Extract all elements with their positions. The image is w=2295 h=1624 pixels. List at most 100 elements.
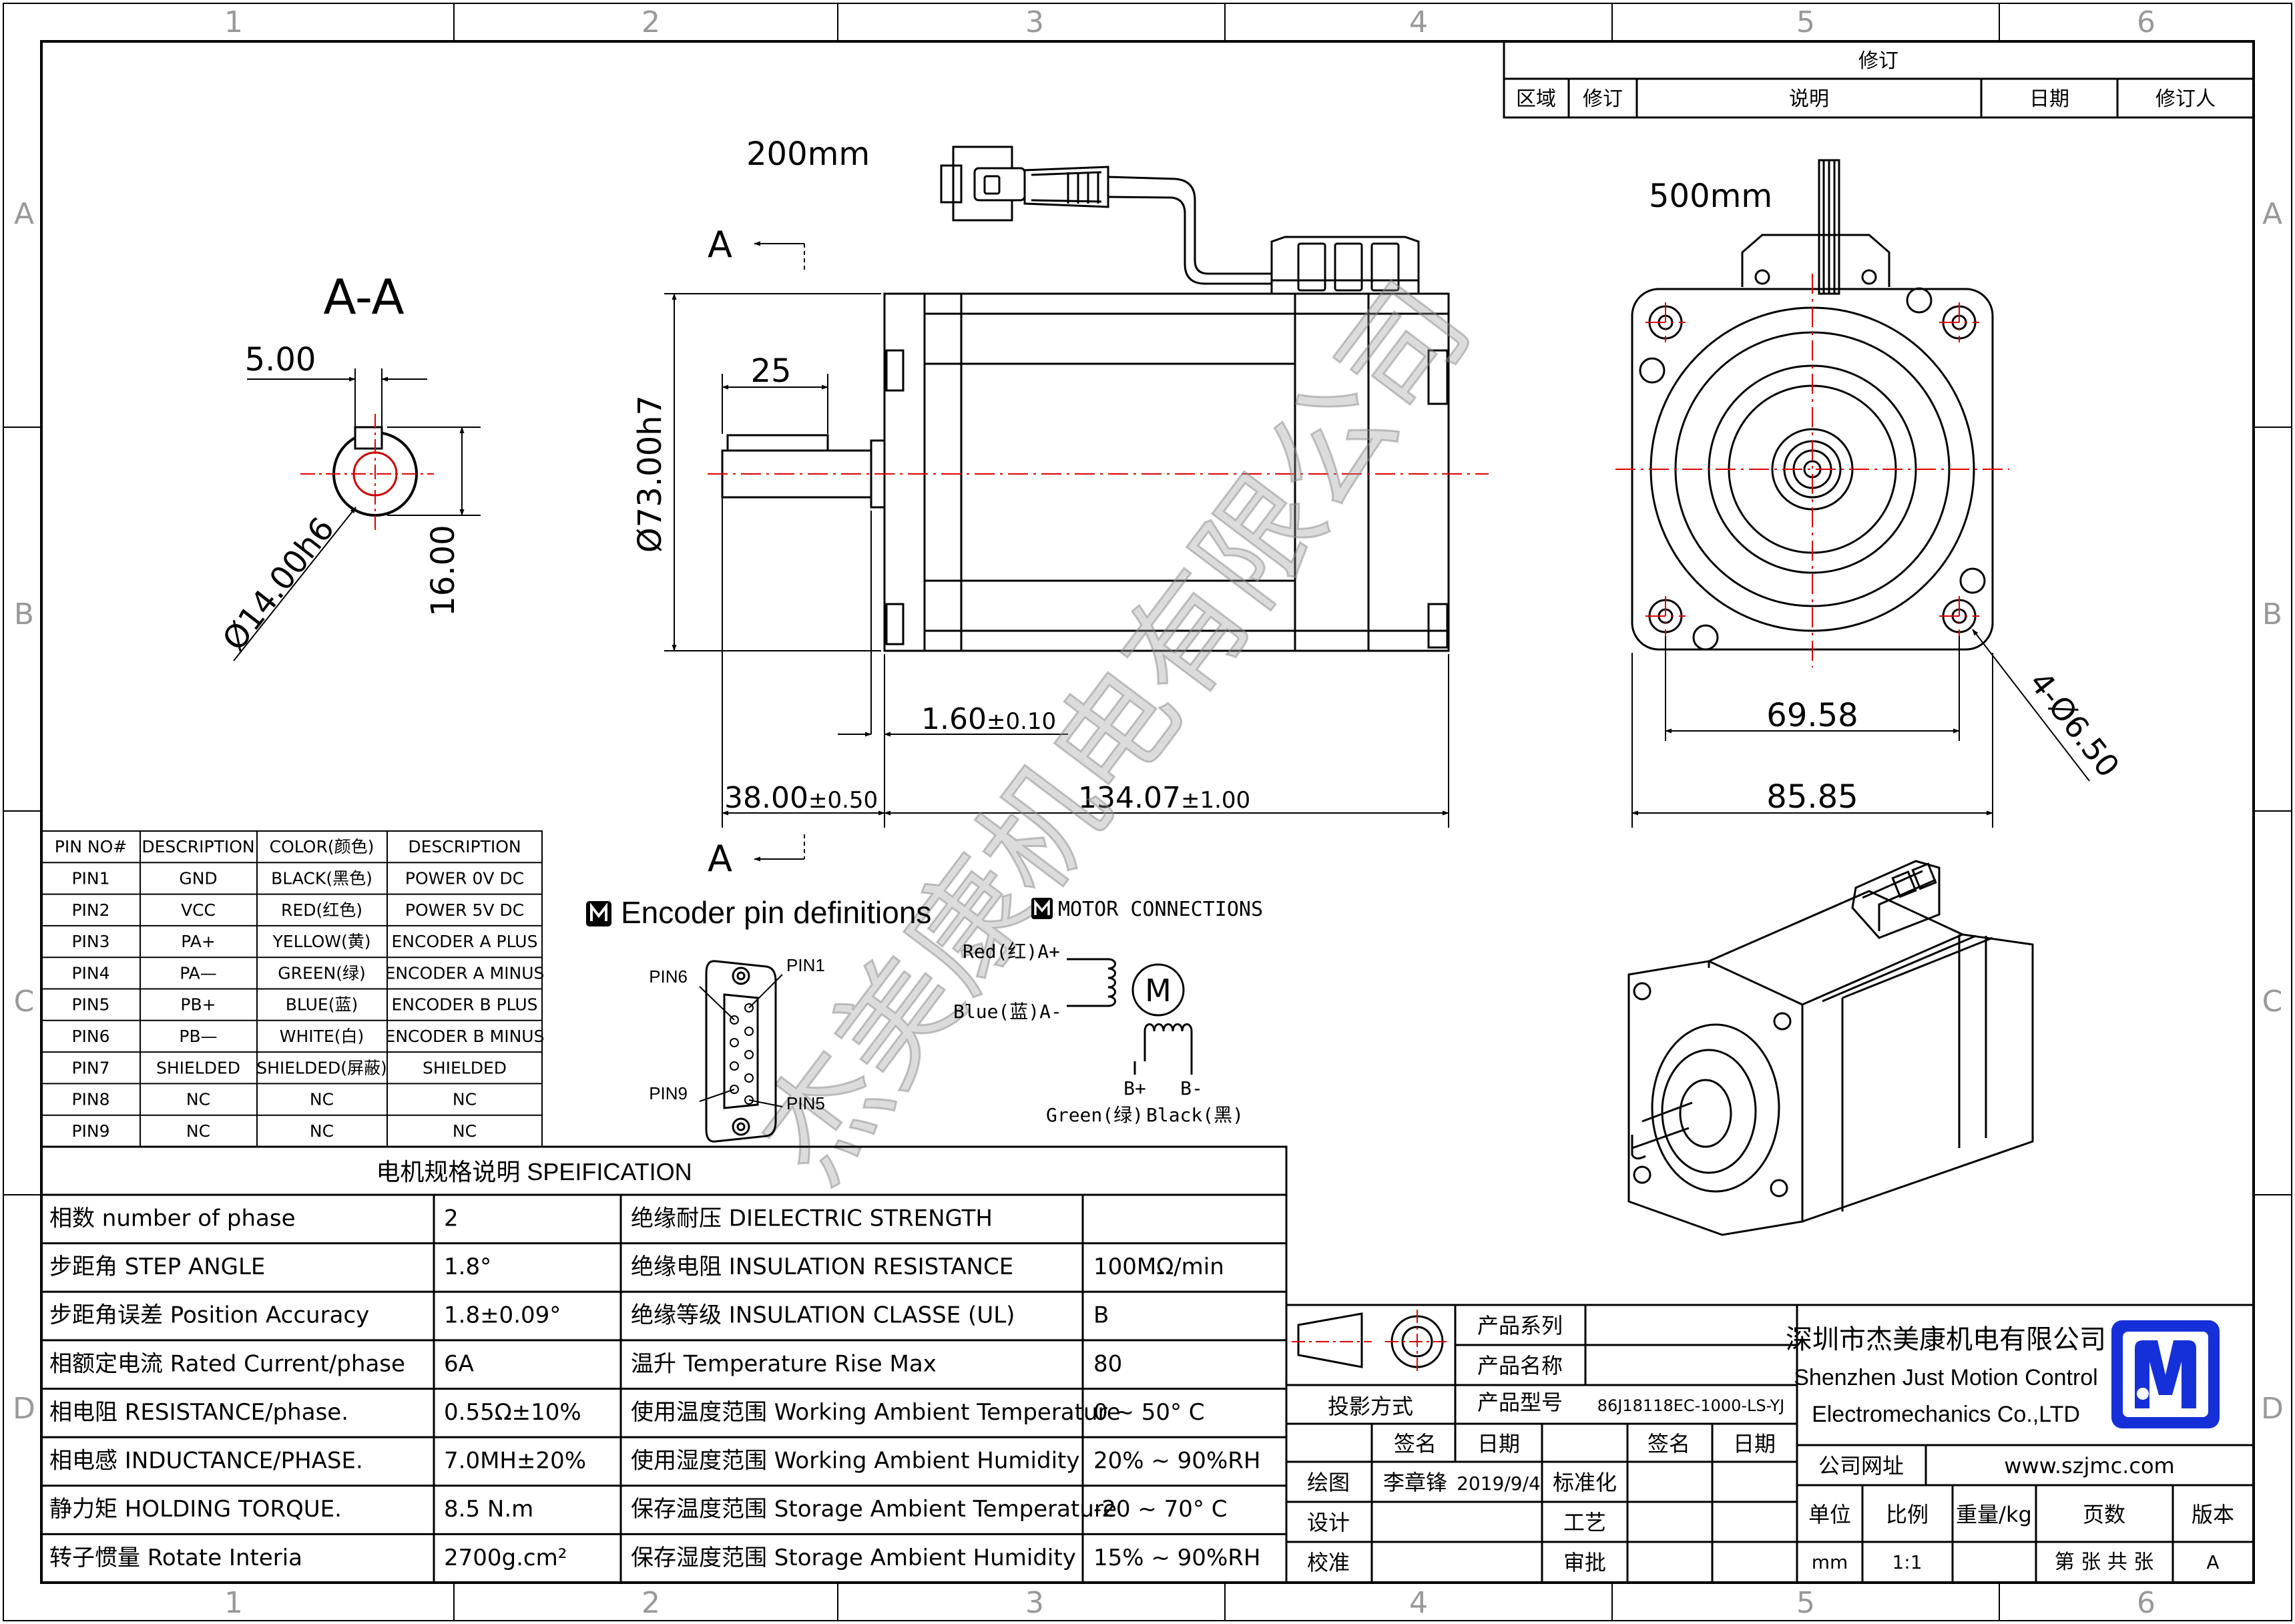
encoder-title: Encoder pin definitions <box>621 895 931 930</box>
spec-cell: 绝缘电阻 INSULATION RESISTANCE <box>631 1254 1013 1280</box>
spec-title: 电机规格说明 SPEIFICATION <box>376 1158 692 1185</box>
tb-drawer: 李章锋 <box>1383 1470 1447 1495</box>
tb-check: 校准 <box>1307 1550 1350 1575</box>
body-len-value: 134.07 <box>1078 781 1181 815</box>
body-length-dim: 134.07±1.00 <box>1078 781 1250 815</box>
pin-table-cell: GND <box>179 868 217 888</box>
revision-title: 修订 <box>1858 49 1898 73</box>
shaft-extension-dim: 38.00±0.50 <box>724 781 878 815</box>
spec-cell: 2700g.cm² <box>444 1545 567 1571</box>
spec-cell: 使用温度范围 Working Ambient Temperature <box>631 1399 1121 1426</box>
revision-col-desc: 说明 <box>1789 87 1829 111</box>
zone-col-1-top: 1 <box>224 5 243 39</box>
tb-unit-value: mm <box>1812 1551 1848 1573</box>
tb-weight: 重量/kg <box>1956 1502 2032 1527</box>
pin-table-cell: PIN4 <box>71 963 109 983</box>
pin-table-cell: PIN1 <box>71 868 109 888</box>
spec-cell: 转子惯量 Rotate Interia <box>49 1545 302 1571</box>
tb-model-label: 产品型号 <box>1477 1390 1563 1415</box>
flange-thickness-dim: 1.60±0.10 <box>921 702 1056 736</box>
pin-table-cell: NC <box>310 1121 334 1141</box>
section-view-aa: A-A 5.00 16.00 Ø14.00h6 <box>216 269 481 661</box>
pin-table-cell: POWER 0V DC <box>405 868 524 888</box>
tb-version: 版本 <box>2192 1502 2234 1527</box>
spec-cell: 保存温度范围 Storage Ambient Temperature <box>631 1496 1117 1523</box>
spec-cell: 2 <box>444 1205 459 1232</box>
flange-size-dim: 85.85 <box>1766 778 1858 816</box>
pin-table-cell: PIN6 <box>71 1027 109 1046</box>
spec-cell: 保存湿度范围 Storage Ambient Humidity <box>631 1545 1076 1571</box>
tb-pages: 页数 <box>2083 1502 2125 1527</box>
zone-row-a-left: A <box>14 197 34 231</box>
zone-col-4-top: 4 <box>1409 5 1428 39</box>
pin-table-cell: RED(红色) <box>281 900 362 920</box>
pin-table-header: COLOR(颜色) <box>270 837 374 856</box>
pin5-label: PIN5 <box>786 1093 825 1113</box>
pin-table-cell: ENCODER B PLUS <box>391 995 537 1015</box>
pin-table-cell: ENCODER A MINUS <box>385 963 545 983</box>
zone-row-b-right: B <box>2262 597 2282 631</box>
pin-table-cell: PIN3 <box>71 932 109 951</box>
tb-design: 设计 <box>1307 1510 1350 1535</box>
spec-cell: 80 <box>1093 1350 1122 1377</box>
tb-craft: 工艺 <box>1563 1510 1606 1535</box>
tb-web-label: 公司网址 <box>1818 1453 1904 1478</box>
encoder-diagram: Encoder pin definitions PIN6 PIN1 PIN9 P… <box>586 895 931 1143</box>
company-name-en-1: Shenzhen Just Motion Control <box>1794 1365 2097 1390</box>
zone-col-5-top: 5 <box>1796 5 1815 39</box>
spec-cell: 0.55Ω±10% <box>444 1399 581 1426</box>
flange-thk-value: 1.60 <box>921 702 987 736</box>
wire-red: Red(红)A+ <box>963 940 1060 963</box>
motor-symbol <box>1131 963 1185 1017</box>
zone-col-1-bottom: 1 <box>224 1586 243 1620</box>
tb-date-2: 日期 <box>1733 1431 1776 1456</box>
spec-cell: 7.0MH±20% <box>444 1448 586 1474</box>
spec-cell: B <box>1093 1302 1109 1329</box>
section-mark-top: A <box>708 224 732 266</box>
pin-table-cell: ENCODER B MINUS <box>385 1027 545 1046</box>
tb-projection: 投影方式 <box>1328 1394 1413 1419</box>
pin-table-cell: POWER 5V DC <box>405 900 524 920</box>
company-name-en-2: Electromechanics Co.,LTD <box>1812 1402 2080 1427</box>
revision-col-rev: 修订 <box>1583 87 1623 111</box>
spec-cell: -20 ~ 70° C <box>1093 1496 1227 1523</box>
spec-cell: 步距角误差 Position Accuracy <box>49 1302 369 1329</box>
pin6-label: PIN6 <box>649 967 688 987</box>
zone-row-d-right: D <box>2261 1392 2284 1426</box>
flange-thk-tol: ±0.10 <box>987 708 1056 735</box>
pin-table-cell: BLACK(黑色) <box>271 868 372 888</box>
title-block: 产品系列 产品名称 投影方式 产品型号 86J18118EC-1000-LS-Y… <box>1285 1304 2255 1584</box>
pin1-label: PIN1 <box>786 955 825 975</box>
pilot-dia-dim: Ø73.00h7 <box>631 395 669 553</box>
spec-cell: 相数 number of phase <box>49 1205 296 1232</box>
wire-blue: Blue(蓝)A- <box>953 1001 1062 1023</box>
spec-cell: 相电感 INDUCTANCE/PHASE. <box>49 1448 363 1474</box>
pin-table-cell: PB— <box>179 1027 217 1046</box>
zone-col-6-bottom: 6 <box>2137 1586 2155 1620</box>
pin-table-cell: PIN7 <box>71 1058 109 1077</box>
pin-table-cell: YELLOW(黄) <box>272 932 371 951</box>
side-view: 200mm A A 25 Ø73.00h7 1.60±0.10 38.00±0.… <box>631 136 1489 880</box>
pin-table-header: PIN NO# <box>55 837 127 856</box>
coil-a <box>1067 958 1116 1007</box>
spec-cell: 温升 Temperature Rise Max <box>631 1350 937 1377</box>
pin-table-cell: NC <box>453 1121 477 1141</box>
company-name-cn: 深圳市杰美康机电有限公司 <box>1786 1324 2106 1355</box>
pin-table-cell: BLUE(蓝) <box>286 995 358 1015</box>
spec-cell: 相额定电流 Rated Current/phase <box>49 1350 405 1377</box>
pin-table-cell: PIN9 <box>71 1121 109 1141</box>
tb-version-value: A <box>2206 1551 2219 1573</box>
section-mark-bottom: A <box>708 838 732 880</box>
shaft-length-dim: 25 <box>750 352 791 390</box>
tb-scale: 比例 <box>1886 1502 1929 1527</box>
zone-row-a-right: A <box>2262 197 2282 231</box>
wire-bplus: B+ <box>1123 1077 1146 1099</box>
zone-row-b-left: B <box>14 597 34 631</box>
spec-cell: 绝缘耐压 DIELECTRIC STRENGTH <box>631 1205 993 1232</box>
tb-standard: 标准化 <box>1553 1470 1617 1495</box>
shaft-ext-value: 38.00 <box>724 781 808 815</box>
zone-row-d-left: D <box>13 1392 35 1426</box>
db9-shell <box>705 960 777 1143</box>
section-title: A-A <box>323 269 404 325</box>
